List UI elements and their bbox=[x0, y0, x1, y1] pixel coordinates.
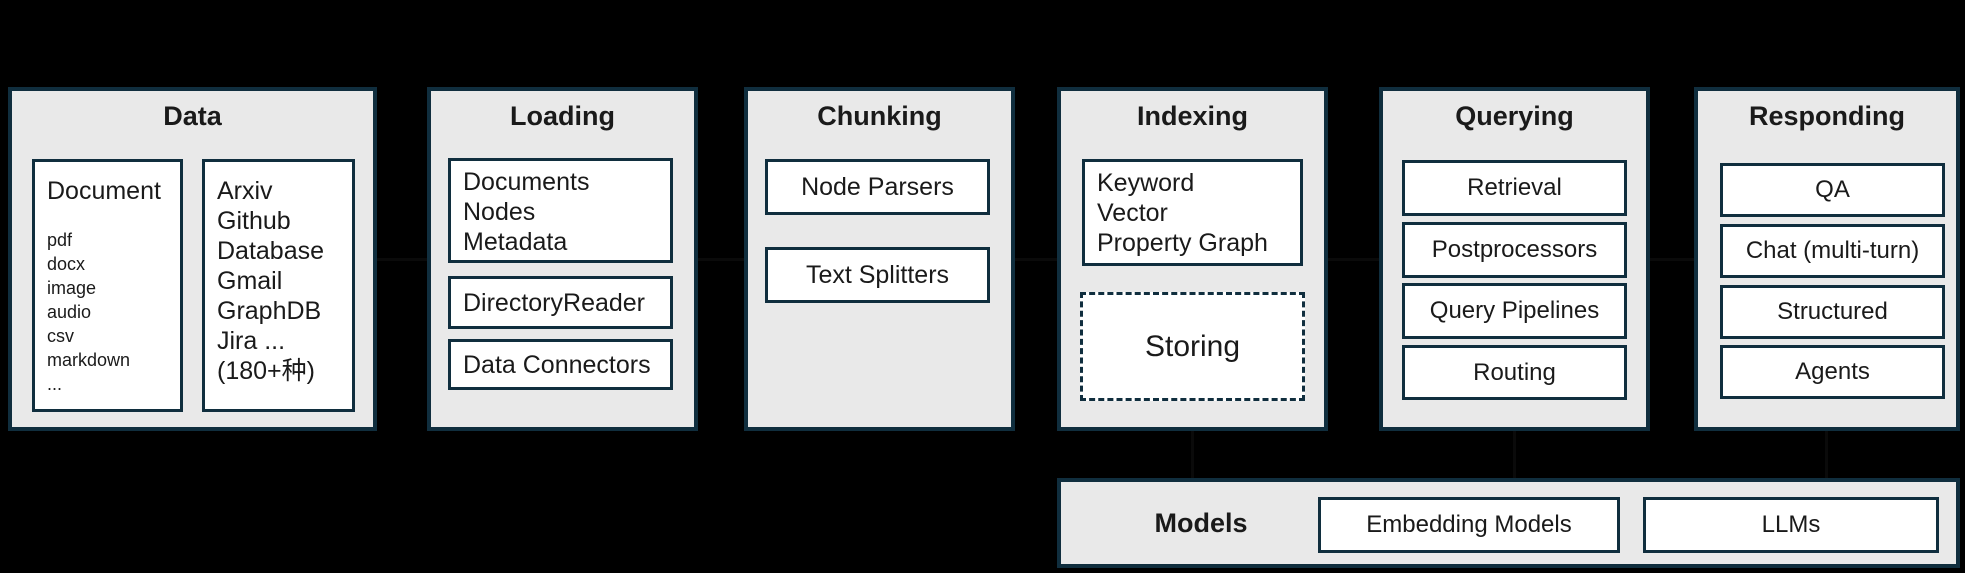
document-format-list: pdf docx image audio csv markdown ... bbox=[35, 206, 180, 396]
data-connectors-box: Data Connectors bbox=[448, 339, 673, 390]
stage-panel-indexing: Indexing Keyword Vector Property Graph S… bbox=[1057, 87, 1328, 431]
embedding-models-label: Embedding Models bbox=[1366, 511, 1572, 538]
retrieval-label: Retrieval bbox=[1467, 174, 1562, 201]
stage-panel-querying: Querying Retrieval Postprocessors Query … bbox=[1379, 87, 1650, 431]
text-splitters-label: Text Splitters bbox=[805, 260, 950, 289]
index-type-item: Property Graph bbox=[1097, 229, 1268, 257]
document-heading: Document bbox=[47, 177, 161, 205]
index-type-item: Vector bbox=[1097, 199, 1168, 227]
source-item: Arxiv bbox=[217, 177, 273, 205]
source-item: Database bbox=[217, 237, 325, 265]
routing-box: Routing bbox=[1402, 345, 1627, 400]
arrow-data-to-loading bbox=[377, 258, 427, 261]
query-pipelines-box: Query Pipelines bbox=[1402, 283, 1627, 339]
stage-title-responding: Responding bbox=[1749, 101, 1905, 131]
format-item: docx bbox=[47, 254, 86, 274]
stage-panel-chunking: Chunking Node Parsers Text Splitters bbox=[744, 87, 1015, 431]
embedding-models-box: Embedding Models bbox=[1318, 497, 1620, 553]
artifact-item: Metadata bbox=[463, 228, 568, 256]
format-item: pdf bbox=[47, 230, 73, 250]
postprocessors-label: Postprocessors bbox=[1431, 236, 1598, 263]
directory-reader-label: DirectoryReader bbox=[463, 289, 646, 317]
storing-box: Storing bbox=[1080, 292, 1305, 401]
artifact-item: Nodes bbox=[463, 198, 536, 226]
models-title: Models bbox=[1154, 507, 1248, 538]
artifact-item: Documents bbox=[463, 168, 590, 196]
stage-title-chunking: Chunking bbox=[817, 101, 942, 131]
storing-label: Storing bbox=[1144, 329, 1241, 363]
retrieval-box: Retrieval bbox=[1402, 160, 1627, 216]
index-types-box: Keyword Vector Property Graph bbox=[1082, 159, 1303, 266]
structured-label: Structured bbox=[1777, 298, 1888, 325]
arrow-loading-to-chunking bbox=[698, 258, 744, 261]
data-source-list: Arxiv Github Database Gmail GraphDB Jira… bbox=[205, 162, 352, 386]
routing-label: Routing bbox=[1473, 358, 1556, 386]
chat-label: Chat (multi-turn) bbox=[1745, 237, 1920, 264]
agents-label: Agents bbox=[1795, 358, 1870, 385]
source-item: (180+种) bbox=[217, 357, 315, 385]
artifacts-box: Documents Nodes Metadata bbox=[448, 158, 673, 263]
text-splitters-box: Text Splitters bbox=[765, 247, 990, 303]
arrow-querying-to-models bbox=[1513, 431, 1516, 478]
stage-title-indexing: Indexing bbox=[1136, 101, 1248, 131]
stage-panel-data: Data Document pdf docx image audio csv m… bbox=[8, 87, 377, 431]
chat-box: Chat (multi-turn) bbox=[1720, 224, 1945, 278]
qa-box: QA bbox=[1720, 163, 1945, 217]
index-type-item: Keyword bbox=[1097, 169, 1195, 197]
artifact-list: Documents Nodes Metadata bbox=[451, 161, 670, 257]
models-bar: Models Embedding Models LLMs bbox=[1057, 478, 1960, 568]
agents-box: Agents bbox=[1720, 345, 1945, 399]
source-item: Gmail bbox=[217, 267, 283, 295]
data-sources-box: Arxiv Github Database Gmail GraphDB Jira… bbox=[202, 159, 355, 412]
structured-box: Structured bbox=[1720, 285, 1945, 339]
stage-title-loading: Loading bbox=[510, 101, 615, 131]
format-item: image bbox=[47, 278, 97, 298]
arrow-querying-to-responding bbox=[1650, 258, 1694, 261]
stage-panel-loading: Loading Documents Nodes Metadata Directo… bbox=[427, 87, 698, 431]
index-type-list: Keyword Vector Property Graph bbox=[1085, 162, 1300, 258]
postprocessors-box: Postprocessors bbox=[1402, 222, 1627, 278]
llms-label: LLMs bbox=[1761, 511, 1821, 538]
source-item: GraphDB bbox=[217, 297, 322, 325]
arrow-indexing-to-models bbox=[1191, 431, 1194, 478]
stage-title-data: Data bbox=[163, 101, 222, 131]
node-parsers-box: Node Parsers bbox=[765, 159, 990, 215]
source-item: Github bbox=[217, 207, 291, 235]
arrow-indexing-to-querying bbox=[1328, 258, 1379, 261]
arrow-responding-to-models bbox=[1825, 431, 1828, 478]
query-pipelines-label: Query Pipelines bbox=[1429, 297, 1600, 324]
data-connectors-label: Data Connectors bbox=[463, 351, 651, 379]
document-box: Document pdf docx image audio csv markdo… bbox=[32, 159, 183, 412]
stage-panel-responding: Responding QA Chat (multi-turn) Structur… bbox=[1694, 87, 1960, 431]
format-item: ... bbox=[47, 374, 63, 394]
qa-label: QA bbox=[1815, 176, 1850, 203]
directory-reader-box: DirectoryReader bbox=[448, 276, 673, 329]
format-item: markdown bbox=[47, 350, 131, 370]
source-item: Jira ... bbox=[217, 327, 286, 355]
node-parsers-label: Node Parsers bbox=[801, 172, 954, 201]
stage-title-querying: Querying bbox=[1455, 101, 1574, 131]
format-item: csv bbox=[47, 326, 74, 346]
llms-box: LLMs bbox=[1643, 497, 1939, 553]
arrow-chunking-to-indexing bbox=[1015, 258, 1057, 261]
format-item: audio bbox=[47, 302, 92, 322]
